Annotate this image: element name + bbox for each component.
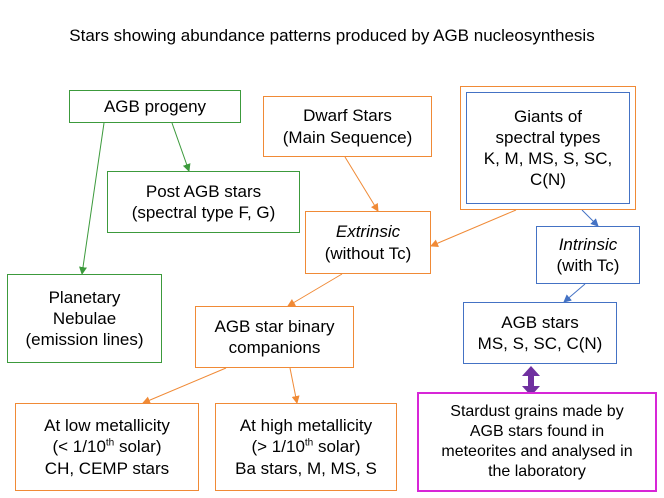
node-extrinsic: Extrinsic (without Tc) [305, 211, 431, 274]
node-intrinsic: Intrinsic (with Tc) [536, 226, 640, 284]
arrow-extrinsic-to-binary [287, 273, 343, 307]
node-dwarf-stars: Dwarf Stars (Main Sequence) [263, 96, 432, 157]
arrow-binary-to-high-metallicity [289, 367, 300, 404]
diagram-title: Stars showing abundance patterns produce… [69, 26, 595, 45]
node-agb-binary-companions: AGB star binary companions [195, 306, 354, 368]
arrow-progeny-to-planetary [79, 122, 105, 275]
arrow-dwarf-to-extrinsic [344, 156, 379, 212]
node-high-metallicity: At high metallicity (> 1/10th solar) Ba … [215, 403, 397, 491]
node-agb-stars: AGB stars MS, S, SC, C(N) [463, 302, 617, 364]
arrow-giants-to-extrinsic [430, 209, 517, 247]
node-stardust-grains: Stardust grains made by AGB stars found … [417, 392, 657, 492]
node-giants: Giants of spectral types K, M, MS, S, SC… [466, 92, 630, 204]
arrow-intrinsic-to-agb-stars [563, 283, 586, 303]
arrow-giants-to-intrinsic [581, 209, 599, 227]
arrow-binary-to-low-metallicity [142, 367, 227, 404]
node-planetary-nebulae: Planetary Nebulae (emission lines) [7, 274, 162, 363]
arrow-progeny-to-post-agb [171, 122, 191, 172]
node-post-agb-stars: Post AGB stars (spectral type F, G) [107, 171, 300, 233]
node-giants-outer: Giants of spectral types K, M, MS, S, SC… [460, 86, 636, 210]
double-arrow-agb-stars-stardust [522, 366, 540, 396]
node-low-metallicity: At low metallicity (< 1/10th solar) CH, … [15, 403, 199, 491]
node-agb-progeny: AGB progeny [69, 90, 241, 123]
